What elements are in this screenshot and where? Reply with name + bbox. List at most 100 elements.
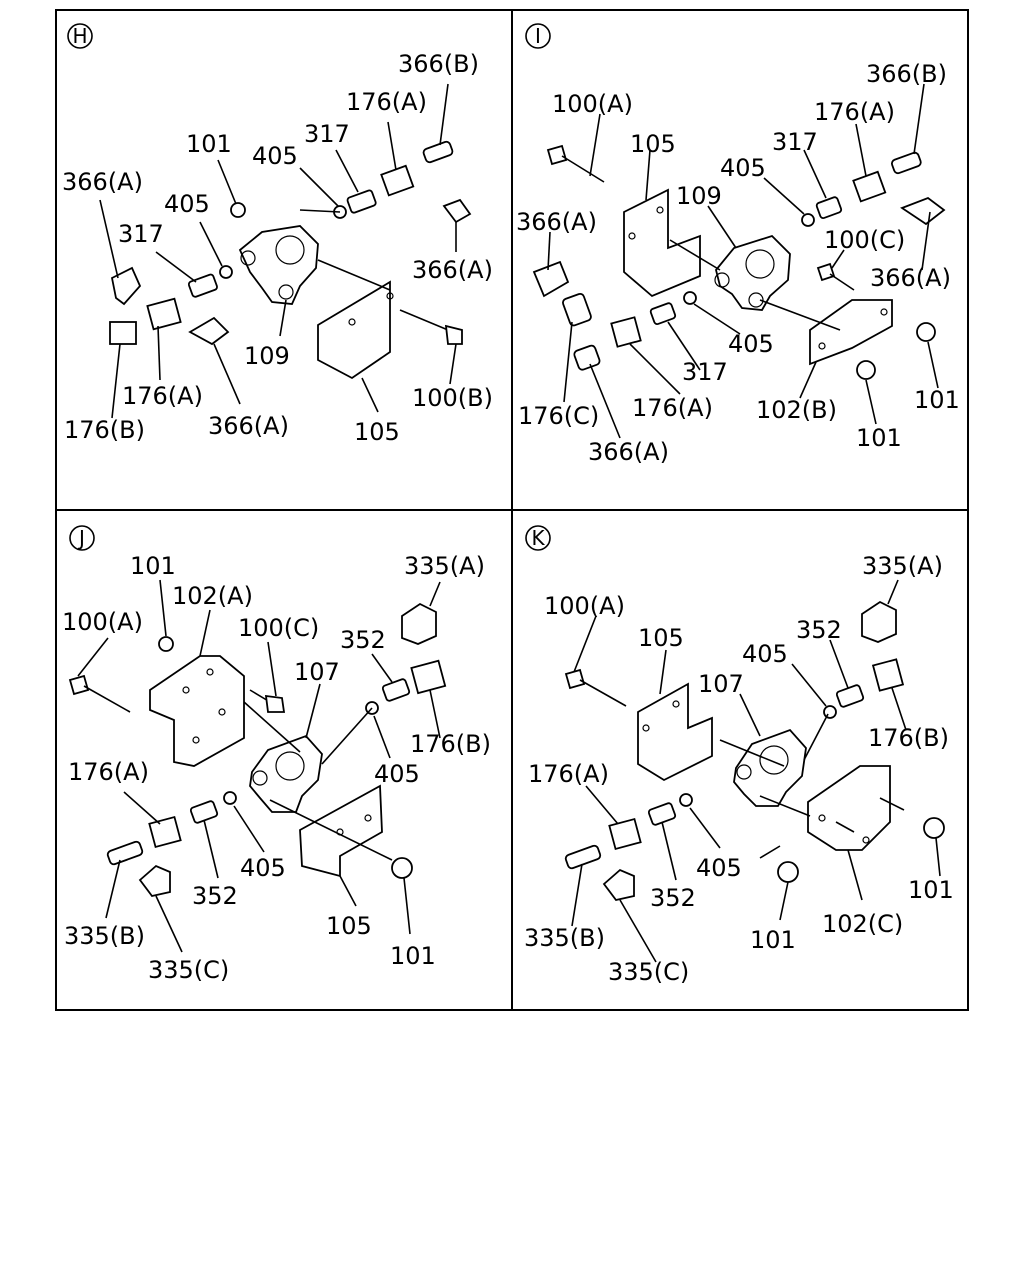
elbow-366a-left — [532, 260, 570, 298]
panel-k-marker: K — [525, 525, 551, 551]
panel-j-label-405-lower: 405 — [240, 854, 286, 882]
washer-405-left — [219, 265, 233, 279]
panel-h-leaders — [99, 83, 457, 419]
panel-i-label-100c: 100(C) — [824, 226, 905, 254]
elbow-335c — [138, 864, 171, 898]
panel-k-label-101-lower: 101 — [750, 926, 796, 954]
panel-k-label-101-right: 101 — [908, 876, 954, 904]
panel-k-label-100a: 100(A) — [544, 592, 625, 620]
panel-j-label-335c: 335(C) — [148, 956, 229, 984]
panel-i-label-405-upper: 405 — [720, 154, 766, 182]
panel-h-label-317-upper: 317 — [304, 120, 350, 148]
panel-j-label-102a: 102(A) — [172, 582, 253, 610]
block-176a-lower — [146, 297, 182, 331]
elbow-366a-right — [900, 196, 946, 226]
panel-j: J — [62, 525, 491, 984]
valve-body-109 — [238, 225, 319, 305]
elbow-335a — [401, 602, 437, 645]
panel-h-label-317-left: 317 — [118, 220, 164, 248]
elbow-366a-upper — [442, 198, 472, 224]
elbow-366a-lower — [188, 316, 230, 346]
nut-101 — [230, 202, 246, 218]
bracket-102c — [807, 765, 891, 851]
panel-i-letter: I — [535, 24, 541, 48]
washer-405-lower — [683, 291, 697, 305]
panel-h-label-176a-upper: 176(A) — [346, 88, 427, 116]
nut-101-lower — [777, 861, 799, 883]
panel-h-label-366a-left: 366(A) — [62, 168, 143, 196]
block-176a-upper — [852, 170, 887, 203]
panel-j-label-105: 105 — [326, 912, 372, 940]
nut-101-right — [916, 322, 936, 342]
nut-101-lower — [856, 360, 876, 380]
washer-405-upper — [801, 213, 815, 227]
panel-h-label-176a-lower: 176(A) — [122, 382, 203, 410]
bracket-102b — [809, 299, 893, 366]
panel-j-letter: J — [77, 526, 85, 550]
panel-i-marker: I — [525, 23, 551, 49]
panel-i-label-109: 109 — [676, 182, 722, 210]
nut-101-right — [923, 817, 945, 839]
panel-k-leaders — [571, 579, 941, 963]
bolt-100c — [249, 689, 286, 713]
fitting-317-upper — [815, 196, 843, 219]
panel-i: I — [516, 23, 960, 466]
bracket-105 — [299, 784, 383, 878]
panel-k-label-176b: 176(B) — [868, 724, 949, 752]
bolt-100a — [564, 668, 627, 707]
panel-j-label-352-lower: 352 — [192, 882, 238, 910]
panel-j-label-176a: 176(A) — [68, 758, 149, 786]
block-176a — [608, 817, 642, 851]
bolt-100b — [399, 309, 463, 345]
panel-k-letter: K — [531, 526, 545, 550]
block-176b — [109, 321, 137, 345]
panel-i-label-176c: 176(C) — [518, 402, 599, 430]
elbow-366a-left — [110, 266, 142, 306]
bracket-105 — [317, 280, 394, 380]
panel-j-label-101-lower: 101 — [390, 942, 436, 970]
bracket-102a — [149, 655, 245, 767]
panel-i-label-105: 105 — [630, 130, 676, 158]
panel-h: H — [62, 23, 493, 446]
panel-j-label-352-upper: 352 — [340, 626, 386, 654]
panel-i-label-366a-lower: 366(A) — [588, 438, 669, 466]
fitting-335b — [564, 844, 602, 870]
panel-h-marker: H — [67, 23, 93, 49]
panel-h-label-100b: 100(B) — [412, 384, 493, 412]
panel-i-label-366a-left: 366(A) — [516, 208, 597, 236]
block-176b — [410, 659, 447, 695]
nut-101-upper — [158, 636, 174, 652]
panel-h-label-366b: 366(B) — [398, 50, 479, 78]
valve-body-107 — [733, 728, 807, 807]
panel-h-label-366a-lower: 366(A) — [208, 412, 289, 440]
bolt-102c — [835, 797, 905, 833]
panel-i-label-102b: 102(B) — [756, 396, 837, 424]
block-176b — [871, 658, 905, 692]
fitting-352-lower — [647, 802, 677, 826]
panel-i-label-176a-lower: 176(A) — [632, 394, 713, 422]
block-176a-lower — [610, 316, 642, 348]
panel-h-label-109: 109 — [244, 342, 290, 370]
bolt-100a — [546, 144, 605, 183]
panel-j-label-405-upper: 405 — [374, 760, 420, 788]
panel-i-label-317-upper: 317 — [772, 128, 818, 156]
elbow-335a — [861, 600, 897, 643]
fitting-335b — [106, 840, 144, 866]
fitting-366b — [891, 151, 922, 175]
fitting-352-upper — [381, 678, 411, 702]
panel-i-leaders — [547, 83, 939, 439]
elbow-335c — [602, 868, 635, 902]
valve-body-107 — [249, 734, 323, 813]
panel-h-label-405-upper: 405 — [252, 142, 298, 170]
panel-h-label-176b: 176(B) — [64, 416, 145, 444]
panel-i-label-366a-right: 366(A) — [870, 264, 951, 292]
panel-h-label-101: 101 — [186, 130, 232, 158]
panel-h-label-366a-right: 366(A) — [412, 256, 493, 284]
panel-k-label-102c: 102(C) — [822, 910, 903, 938]
fitting-317-upper — [346, 189, 377, 214]
fitting-352-lower — [189, 800, 219, 824]
panel-j-label-101-upper: 101 — [130, 552, 176, 580]
panel-j-label-176b: 176(B) — [410, 730, 491, 758]
